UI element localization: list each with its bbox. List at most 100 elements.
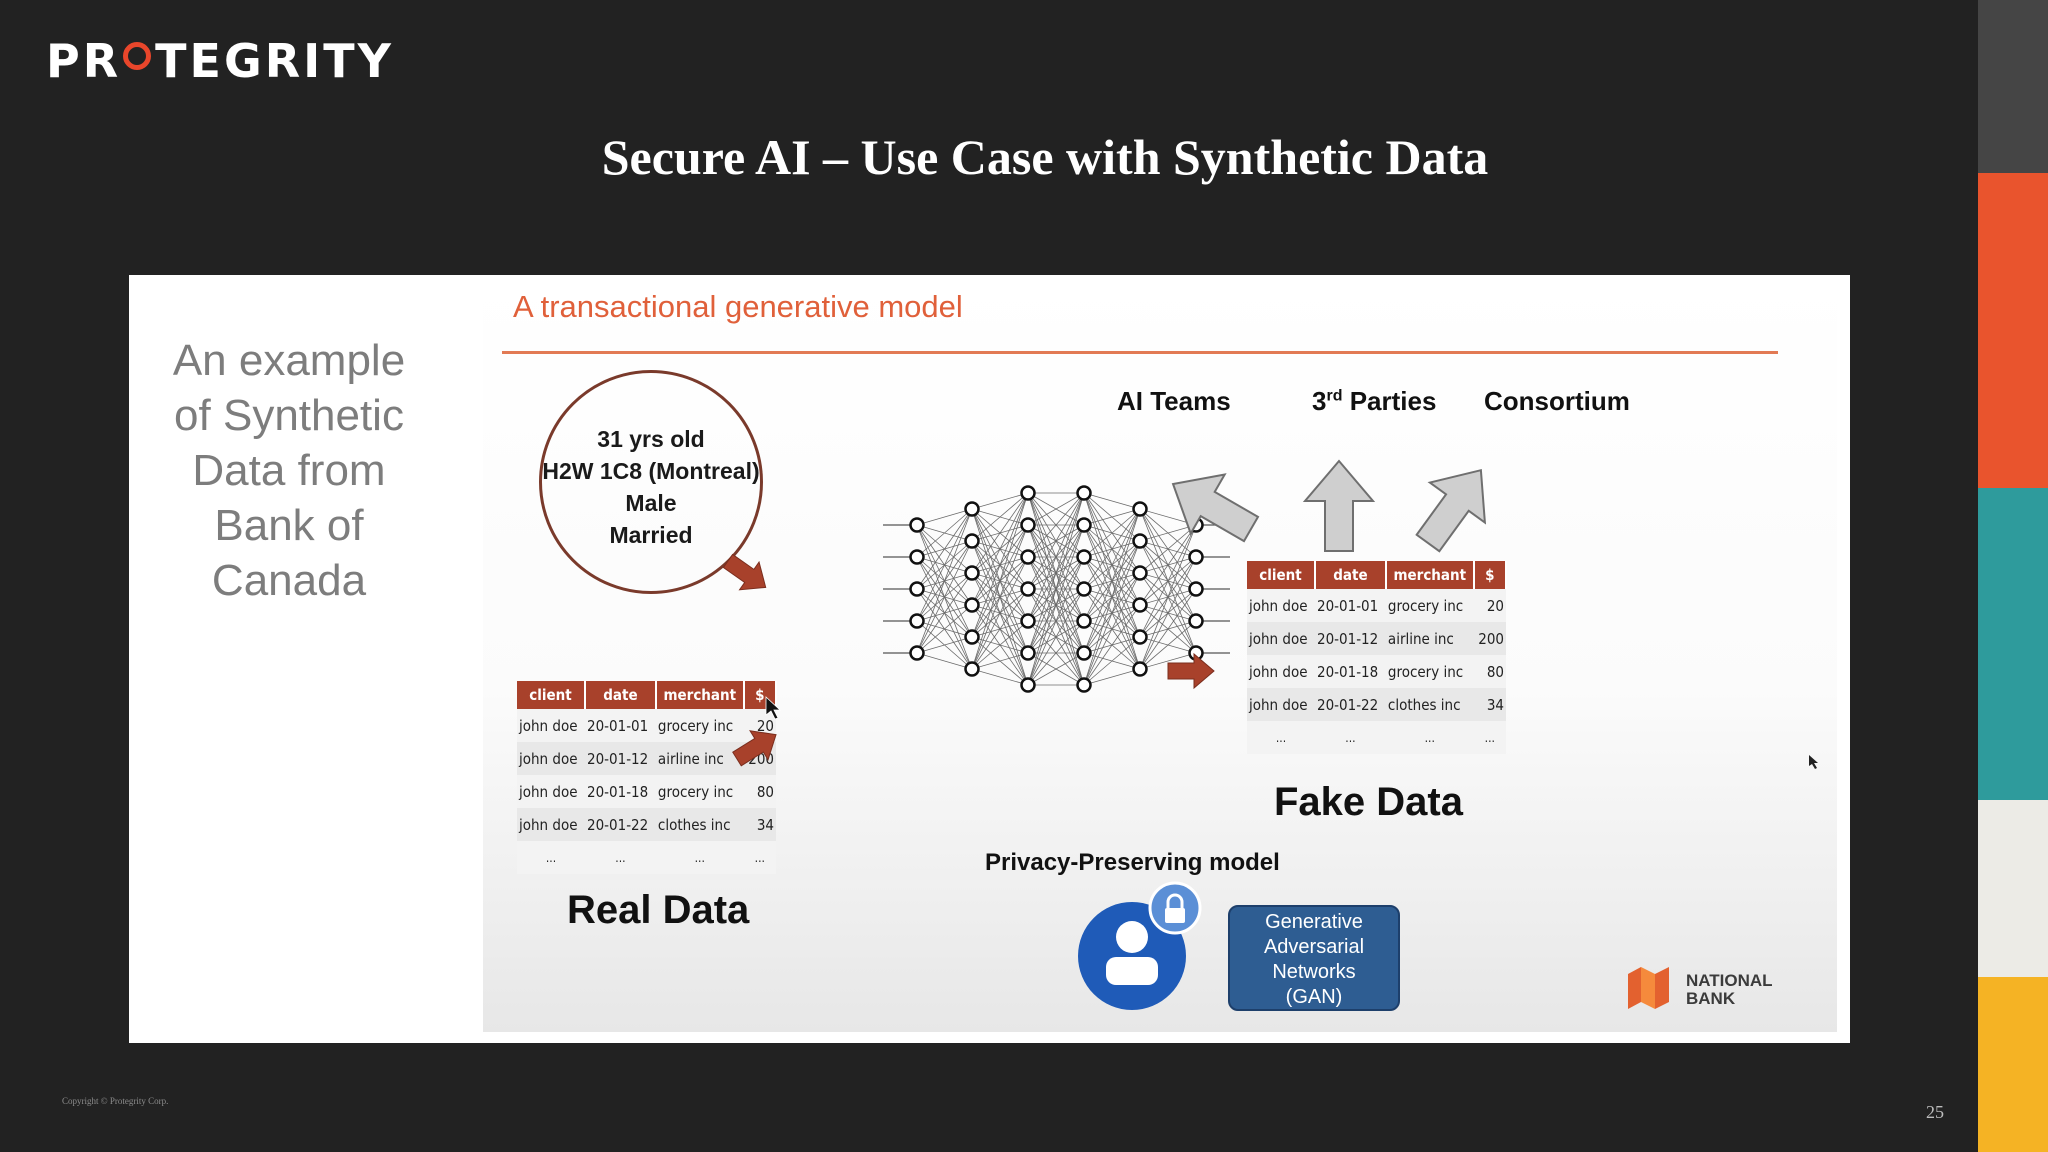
network-node: [1076, 517, 1092, 533]
profile-circle: 31 yrs old H2W 1C8 (Montreal) Male Marri…: [539, 370, 763, 594]
caption-line: Canada: [211, 556, 367, 605]
network-edge: [971, 668, 1029, 686]
model-label: Privacy-Preserving model: [985, 849, 1280, 876]
col-header: $: [1473, 561, 1508, 589]
network-edge: [971, 492, 1029, 670]
national-bank-wordmark: NATIONAL BANK: [1686, 972, 1773, 1008]
network-edge: [971, 492, 1029, 638]
stripe-yellow: [1978, 977, 2048, 1152]
network-edge: [916, 572, 973, 654]
title-rule: [502, 351, 1778, 354]
network-edge: [971, 652, 1029, 670]
copyright-notice: Copyright © Protegrity Corp.: [62, 1096, 169, 1106]
network-node: [1076, 581, 1092, 597]
network-node: [1132, 597, 1148, 613]
network-edge: [916, 508, 973, 622]
network-node: [909, 517, 925, 533]
network-node: [909, 549, 925, 565]
network-edge: [1083, 508, 1141, 590]
table-row: john doe 20-01-22 clothes inc 34: [517, 808, 776, 841]
network-node: [1020, 549, 1036, 565]
network-edge: [1027, 492, 1085, 526]
cell: john doe: [517, 742, 585, 775]
network-node: [1132, 661, 1148, 677]
arrow-model-to-fake-icon: [1167, 652, 1215, 690]
network-node: [1132, 501, 1148, 517]
profile-line: H2W 1C8 (Montreal): [542, 458, 760, 484]
network-node: [909, 645, 925, 661]
network-node: [1076, 645, 1092, 661]
profile-line: 31 yrs old: [597, 426, 705, 452]
arrow-consortium-icon: [1415, 468, 1487, 553]
caption-line: Bank of: [214, 501, 364, 550]
network-edge: [971, 556, 1029, 670]
network-node: [964, 565, 980, 581]
cell: john doe: [517, 709, 585, 742]
col-header: merchant: [1385, 561, 1475, 589]
cell: 20: [1473, 589, 1506, 622]
slide-title: Secure AI – Use Case with Synthetic Data: [601, 129, 1489, 185]
cell: 20-01-22: [1314, 688, 1386, 721]
third-parties-sup: rd: [1326, 387, 1343, 405]
network-edge: [1083, 508, 1141, 558]
network-edge: [1139, 524, 1197, 542]
network-edge: [971, 492, 1029, 510]
brand-line: NATIONAL: [1686, 971, 1773, 990]
network-edge: [1083, 668, 1141, 686]
cell: ...: [743, 841, 776, 874]
network-edge: [1027, 492, 1085, 654]
cell: grocery inc: [655, 775, 744, 808]
table-row: ... ... ... ...: [517, 841, 776, 874]
dest-consortium: Consortium: [1484, 386, 1630, 416]
cell: ...: [1385, 721, 1474, 754]
gan-badge: Generative Adversarial Networks (GAN): [1228, 905, 1400, 1011]
cell: 20-01-01: [1314, 589, 1386, 622]
network-edge: [1027, 620, 1085, 686]
network-edge: [971, 492, 1029, 574]
network-node: [1188, 549, 1204, 565]
gan-line: Generative: [1265, 911, 1363, 933]
cell: john doe: [1247, 622, 1315, 655]
network-node: [964, 629, 980, 645]
network-node: [964, 597, 980, 613]
col-header: date: [584, 681, 657, 709]
cell: john doe: [517, 775, 585, 808]
cell: 20-01-22: [584, 808, 656, 841]
cell: 34: [743, 808, 776, 841]
cell: airline inc: [655, 742, 744, 775]
cell: john doe: [1247, 589, 1315, 622]
cell: 20-01-18: [584, 775, 656, 808]
arrow-data-to-model-icon: [732, 730, 777, 767]
network-node: [909, 613, 925, 629]
brand-line: BANK: [1686, 989, 1736, 1008]
stripe-orange: [1978, 173, 2048, 488]
logo-o-ring-icon: O: [121, 34, 155, 88]
real-data-label: Real Data: [567, 888, 750, 932]
network-edge: [1139, 588, 1197, 670]
network-edge: [971, 588, 1029, 670]
diagram-graphics: [722, 459, 1818, 1010]
table-row: john doe 20-01-01 grocery inc 20: [1247, 589, 1506, 622]
cell: ...: [1247, 721, 1315, 754]
table-row: john doe 20-01-18 grocery inc 80: [517, 775, 776, 808]
cell: ...: [584, 841, 656, 874]
network-node: [1020, 485, 1036, 501]
stripe-cream: [1978, 800, 2048, 977]
caption-line: of Synthetic: [174, 391, 404, 440]
network-node: [1076, 677, 1092, 693]
network-edge: [916, 540, 973, 654]
cell: ...: [1314, 721, 1386, 754]
table-row: john doe 20-01-22 clothes inc 34: [1247, 688, 1506, 721]
col-header: client: [517, 681, 586, 709]
network-edge: [1083, 572, 1141, 686]
network-node: [964, 501, 980, 517]
network-edge: [1139, 556, 1197, 670]
fake-data-label: Fake Data: [1274, 780, 1463, 824]
network-edge: [1083, 540, 1141, 686]
table-row: ... ... ... ...: [1247, 721, 1506, 754]
stripe-gray: [1978, 0, 2048, 173]
cell: 80: [1473, 655, 1506, 688]
cell: grocery inc: [1385, 655, 1474, 688]
diagram-image: A transactional generative model 31 yrs …: [483, 275, 1837, 1032]
network-edge: [1139, 652, 1197, 670]
